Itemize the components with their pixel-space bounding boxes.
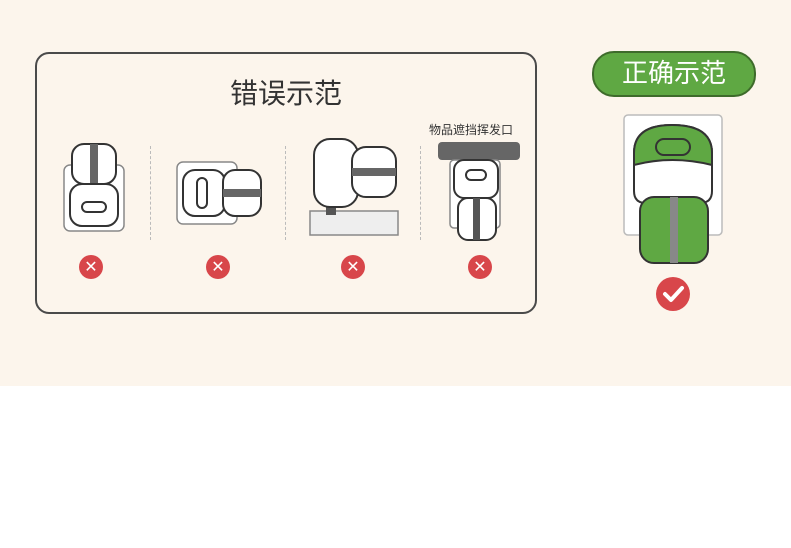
x-circle-icon: ✕: [341, 255, 365, 279]
divider: [150, 146, 151, 240]
x-circle-icon: ✕: [468, 255, 492, 279]
wrong-examples-panel: 错误示范 物品遮挡挥发口: [35, 52, 537, 314]
device-blocked-illustration: [438, 142, 520, 241]
wrong-examples-title: 错误示范: [229, 77, 342, 110]
device-sideways-illustration: [176, 161, 262, 225]
blocked-vent-label: 物品遮挡挥发口: [429, 123, 514, 137]
x-circle-icon: ✕: [206, 255, 230, 279]
device-on-table-illustration: [309, 138, 399, 236]
device-upside-down-illustration: [63, 143, 125, 232]
divider: [285, 146, 286, 240]
check-circle-icon: [656, 277, 690, 311]
x-circle-icon: ✕: [79, 255, 103, 279]
device-correct-illustration: [623, 114, 723, 264]
divider: [420, 146, 421, 240]
correct-example-title: 正确示范: [592, 51, 756, 97]
